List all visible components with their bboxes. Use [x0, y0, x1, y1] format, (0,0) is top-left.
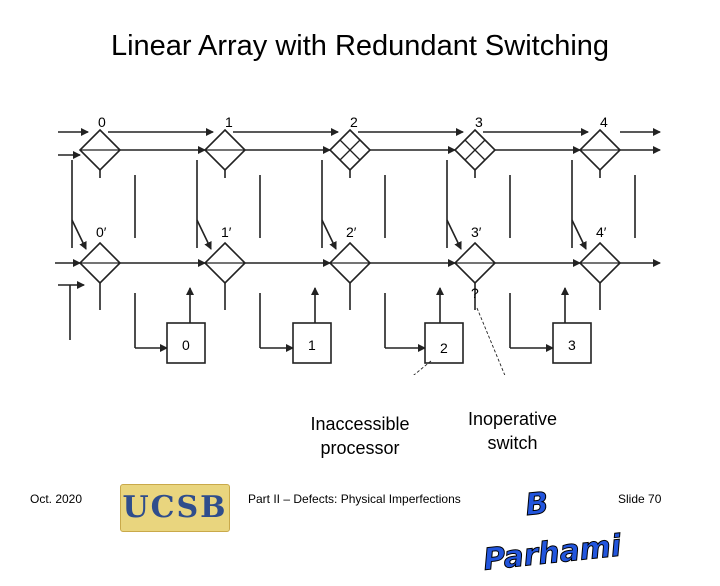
ucsb-logo: UCSB [120, 484, 230, 532]
processor: 2 [424, 322, 464, 364]
slide-title: Linear Array with Redundant Switching [110, 30, 610, 62]
logo-text: UCSB [122, 490, 228, 525]
top-switch-label: 2 [350, 114, 358, 130]
top-switch [78, 128, 122, 172]
bottom-switch-label: 3′ [471, 224, 482, 240]
wire-layer [55, 128, 661, 352]
processor-label: 0 [182, 337, 190, 353]
processor-label: 3 [568, 337, 576, 353]
bottom-switch [328, 241, 372, 285]
inoperative-switch-caption: Inoperative switch [455, 407, 570, 455]
caption-line: Inaccessible [310, 414, 410, 434]
leader-inaccessible [413, 360, 432, 375]
bottom-switch-label: 0′ [96, 224, 107, 240]
top-switch [578, 128, 622, 172]
wire [71, 219, 87, 250]
processor: 3 [552, 322, 592, 364]
wire [196, 219, 212, 250]
unknown-mark: ? [471, 285, 479, 301]
processor-box [552, 322, 592, 364]
bottom-switch-label: 4′ [596, 224, 607, 240]
slide-number: Slide 70 [618, 492, 662, 506]
processor-box [166, 322, 206, 364]
top-switch-label: 1 [225, 114, 233, 130]
bottom-switch [78, 241, 122, 285]
switch-internal-link [339, 139, 361, 161]
processor: 1 [292, 322, 332, 364]
label-layer: 0 0′ 1 1′ 2 2′ 3 3′ 4 4′? [96, 114, 608, 301]
top-switch [453, 128, 497, 172]
caption-line: switch [487, 433, 538, 453]
switching-diagram: 0 1 2 3 0 0′ 1 1′ 2 2′ 3 3′ 4 4′? [55, 114, 661, 375]
top-switch [203, 128, 247, 172]
bottom-switch [578, 241, 622, 285]
wire [571, 219, 587, 250]
switch-internal-link [464, 139, 486, 161]
processor: 0 [166, 322, 206, 364]
top-switch-label: 0 [98, 114, 106, 130]
footer-center-text: Part II – Defects: Physical Imperfection… [248, 492, 461, 506]
leader-inoperative [476, 307, 506, 375]
processor-label: 1 [308, 337, 316, 353]
bottom-switch-label: 1′ [221, 224, 232, 240]
switch-layer [78, 128, 622, 285]
author-logo: B Parhami [481, 485, 623, 578]
footer-date: Oct. 2020 [30, 492, 83, 506]
bottom-switch [203, 241, 247, 285]
top-switch-label: 4 [600, 114, 608, 130]
inaccessible-processor-caption: Inaccessible processor [285, 412, 435, 460]
caption-line: Inoperative [467, 409, 558, 429]
processor-box [292, 322, 332, 364]
processor-layer: 0 1 2 3 [166, 322, 592, 364]
processor-label: 2 [440, 340, 448, 356]
top-switch-label: 3 [475, 114, 483, 130]
bottom-switch-label: 2′ [346, 224, 357, 240]
top-switch [328, 128, 372, 172]
leader-layer [413, 307, 506, 375]
caption-line: processor [320, 438, 400, 458]
processor-box [424, 322, 464, 364]
wire [446, 219, 462, 250]
bottom-switch [453, 241, 497, 285]
wire [321, 219, 337, 250]
